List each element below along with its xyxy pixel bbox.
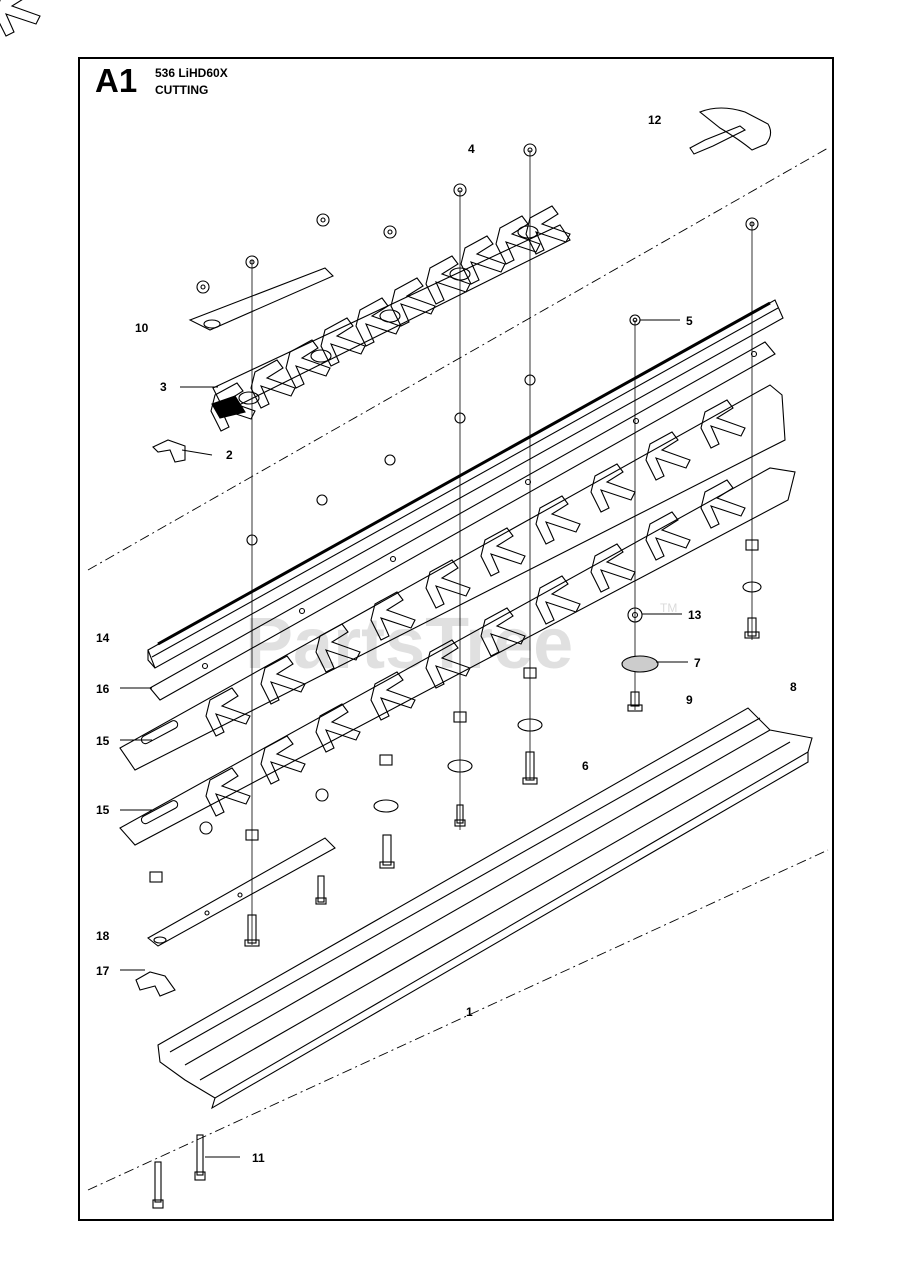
watermark-tm: TM — [660, 601, 677, 615]
callout-9: 9 — [686, 693, 693, 707]
callout-7: 7 — [694, 656, 701, 670]
callout-12: 12 — [648, 113, 662, 127]
callout-18: 18 — [96, 929, 110, 943]
clip-2 — [152, 439, 186, 463]
key-tool — [689, 107, 772, 155]
leader-lines — [120, 319, 688, 1158]
upper-blade-assembly — [0, 0, 571, 432]
lower-blade-15b — [119, 467, 796, 846]
hardware-parts — [149, 143, 762, 1209]
model-title: 536 LiHD60X — [155, 66, 228, 80]
plate-18 — [147, 837, 336, 947]
callout-15b: 15 — [96, 803, 110, 817]
group-title: CUTTING — [155, 83, 209, 97]
callout-6: 6 — [582, 759, 589, 773]
watermark-text: PartsTree — [245, 604, 573, 684]
callout-4: 4 — [468, 142, 475, 156]
section-id: A1 — [95, 62, 138, 99]
callout-numbers: 1 2 3 4 5 6 7 8 9 10 11 12 13 14 15 15 1… — [96, 113, 797, 1165]
callout-16: 16 — [96, 682, 110, 696]
flat-bar-16 — [149, 341, 776, 701]
lower-blade-15a — [119, 384, 786, 771]
plate-10 — [188, 267, 334, 331]
callout-3: 3 — [160, 380, 167, 394]
callout-5: 5 — [686, 314, 693, 328]
callout-2: 2 — [226, 448, 233, 462]
diagram-frame — [78, 57, 834, 1221]
assembly-axis-lines — [251, 150, 753, 945]
callout-17: 17 — [96, 964, 110, 978]
guide-rail-14 — [147, 299, 784, 669]
separator-lines — [87, 147, 829, 1191]
callout-8: 8 — [790, 680, 797, 694]
callout-14: 14 — [96, 631, 110, 645]
blade-guard-1 — [157, 707, 813, 1110]
callout-11: 11 — [252, 1151, 265, 1165]
callout-1: 1 — [466, 1005, 473, 1019]
callout-13: 13 — [688, 608, 702, 622]
callout-10: 10 — [135, 321, 149, 335]
clip-17 — [135, 971, 176, 997]
callout-15a: 15 — [96, 734, 110, 748]
